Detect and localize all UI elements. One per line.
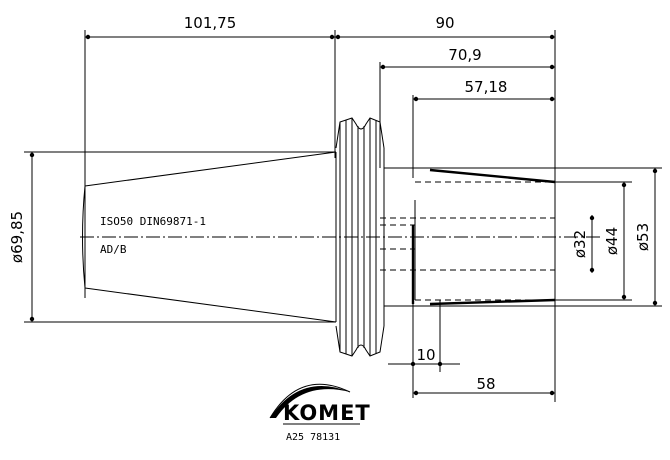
- dim-bore-length: 58: [476, 375, 495, 393]
- dim-taper-diameter: ø69,85: [8, 211, 26, 263]
- dimension-lines: [29, 34, 658, 396]
- dim-flange-to-end: 90: [435, 14, 454, 32]
- part-number: A25 78131: [286, 432, 340, 443]
- dim-bore-depth: 57,18: [465, 78, 508, 96]
- brand-name: KOMET: [283, 401, 371, 425]
- dim-step-length: 10: [416, 346, 435, 364]
- standard-note: ISO50 DIN69871-1: [100, 215, 206, 228]
- variant-note: AD/B: [100, 243, 127, 256]
- komet-logo: KOMET: [269, 383, 371, 425]
- dim-total-length: 101,75: [184, 14, 237, 32]
- dim-flange-to-bore-end: 70,9: [448, 46, 481, 64]
- dim-shank-diameter: ø53: [634, 223, 652, 251]
- dim-bore-diameter: ø32: [571, 230, 589, 258]
- dim-bore-outer-diameter: ø44: [603, 227, 621, 255]
